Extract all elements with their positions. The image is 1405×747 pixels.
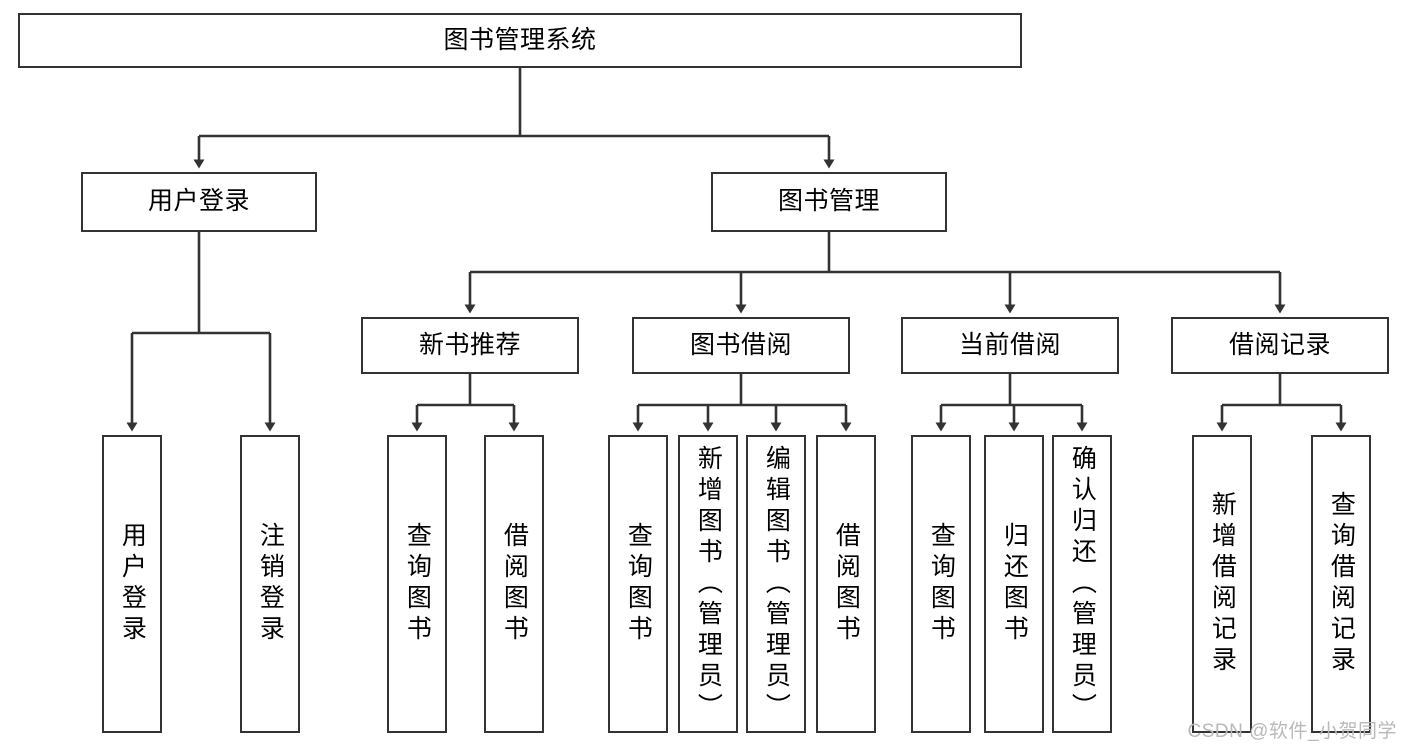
node-leaf-borrow-book-2[interactable]: 借阅图书 — [816, 435, 876, 733]
node-leaf-edit-book[interactable]: 编辑图书（管理员） — [746, 435, 806, 733]
node-book-manage-label: 图书管理 — [777, 187, 880, 216]
node-current-borrow[interactable]: 当前借阅 — [901, 317, 1119, 374]
node-borrow-record[interactable]: 借阅记录 — [1171, 317, 1389, 374]
node-user-login[interactable]: 用户登录 — [81, 172, 317, 232]
node-current-borrow-label: 当前借阅 — [958, 330, 1061, 359]
node-book-manage[interactable]: 图书管理 — [711, 172, 947, 232]
node-book-borrow-label: 图书借阅 — [689, 330, 792, 359]
node-leaf-borrow-book-1-label: 借阅图书 — [500, 522, 529, 646]
node-leaf-edit-book-label: 编辑图书（管理员） — [762, 444, 791, 724]
node-leaf-borrow-book-1[interactable]: 借阅图书 — [484, 435, 544, 733]
node-leaf-user-login[interactable]: 用户登录 — [102, 435, 162, 733]
node-root-label: 图书管理系统 — [443, 25, 597, 54]
node-leaf-query-record[interactable]: 查询借阅记录 — [1311, 435, 1371, 733]
node-leaf-confirm-return[interactable]: 确认归还（管理员） — [1052, 435, 1112, 733]
node-leaf-user-logout-label: 注销登录 — [256, 522, 285, 646]
node-leaf-add-book-label: 新增图书（管理员） — [694, 444, 723, 724]
node-leaf-add-record[interactable]: 新增借阅记录 — [1192, 435, 1252, 733]
node-leaf-query-book-2[interactable]: 查询图书 — [608, 435, 668, 733]
node-leaf-add-book[interactable]: 新增图书（管理员） — [678, 435, 738, 733]
node-leaf-return-book[interactable]: 归还图书 — [984, 435, 1044, 733]
node-leaf-query-book-3-label: 查询图书 — [927, 522, 956, 646]
node-root[interactable]: 图书管理系统 — [18, 13, 1022, 68]
node-leaf-query-book-1-label: 查询图书 — [403, 522, 432, 646]
node-new-book-recommend-label: 新书推荐 — [418, 330, 521, 359]
node-leaf-confirm-return-label: 确认归还（管理员） — [1068, 444, 1097, 724]
node-new-book-recommend[interactable]: 新书推荐 — [361, 317, 579, 374]
node-leaf-query-book-3[interactable]: 查询图书 — [911, 435, 971, 733]
node-user-login-label: 用户登录 — [147, 187, 250, 216]
node-book-borrow[interactable]: 图书借阅 — [632, 317, 850, 374]
node-leaf-query-book-1[interactable]: 查询图书 — [387, 435, 447, 733]
node-leaf-return-book-label: 归还图书 — [1000, 522, 1029, 646]
csdn-watermark: CSDN @软件_小贺同学 — [1187, 721, 1397, 742]
node-leaf-user-logout[interactable]: 注销登录 — [240, 435, 300, 733]
node-leaf-add-record-label: 新增借阅记录 — [1208, 491, 1237, 677]
node-leaf-query-book-2-label: 查询图书 — [624, 522, 653, 646]
node-leaf-query-record-label: 查询借阅记录 — [1327, 491, 1356, 677]
node-borrow-record-label: 借阅记录 — [1228, 330, 1331, 359]
node-leaf-borrow-book-2-label: 借阅图书 — [832, 522, 861, 646]
node-leaf-user-login-label: 用户登录 — [118, 522, 147, 646]
